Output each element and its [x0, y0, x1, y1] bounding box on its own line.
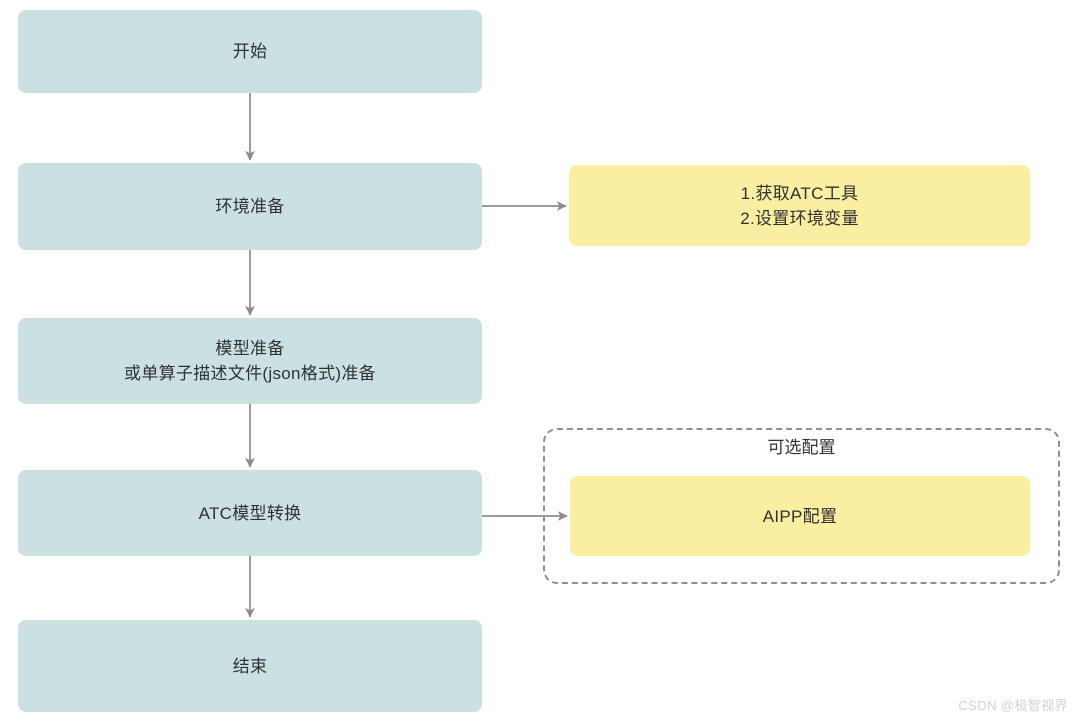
group-optional-config-title: 可选配置 [767, 438, 836, 457]
node-model-prepare[interactable]: 模型准备 或单算子描述文件(json格式)准备 [18, 318, 482, 404]
note-env-steps[interactable]: 1.获取ATC工具 2.设置环境变量 [569, 165, 1030, 246]
node-end[interactable]: 结束 [18, 620, 482, 712]
node-start[interactable]: 开始 [18, 10, 482, 93]
group-optional-config [543, 428, 1060, 584]
node-atc-convert[interactable]: ATC模型转换 [18, 470, 482, 556]
node-env-prepare[interactable]: 环境准备 [18, 163, 482, 250]
watermark: CSDN @极智视界 [958, 698, 1068, 713]
note-aipp-config[interactable]: AIPP配置 [570, 476, 1030, 556]
